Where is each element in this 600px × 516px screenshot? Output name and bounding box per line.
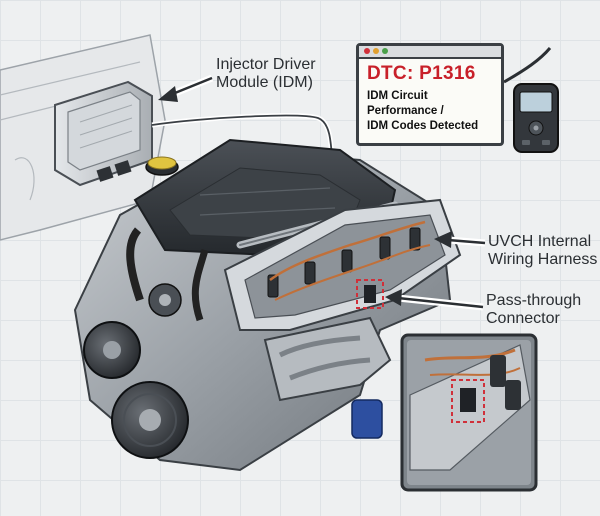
connector-pointer-arrow — [385, 289, 484, 311]
dtc-code: DTC: P1316 — [367, 63, 476, 84]
dtc-description-line: IDM Circuit — [367, 90, 428, 102]
connector-detail-inset — [400, 333, 538, 492]
connector-label-line-1: Pass-through — [486, 292, 582, 309]
dtc-description-line: IDM Codes Detected — [367, 120, 479, 132]
harness-label: UVCH Internal Wiring Harness — [488, 233, 597, 269]
dtc-panel: DTC: P1316 IDM Circuit Performance / IDM… — [356, 43, 504, 146]
idm-module-icon — [54, 80, 153, 187]
idm-label-line-1: Injector Driver — [216, 56, 316, 73]
harness-label-line-2: Wiring Harness — [488, 251, 598, 268]
engine-illustration — [73, 138, 462, 472]
harness-pointer-arrow — [434, 231, 486, 248]
connector-label: Pass-through Connector — [486, 292, 581, 328]
dtc-window-bar — [359, 46, 501, 59]
idm-pointer-arrow — [158, 74, 214, 102]
window-dot-icon — [364, 48, 370, 54]
obd-scanner-icon — [503, 47, 559, 153]
idm-label-line-2: Module (IDM) — [216, 74, 313, 91]
window-dot-icon — [382, 48, 388, 54]
dtc-description: IDM Circuit Performance / IDM Codes Dete… — [367, 89, 503, 134]
connector-label-line-2: Connector — [486, 310, 560, 327]
idm-label: Injector Driver Module (IDM) — [216, 56, 316, 92]
window-dot-icon — [373, 48, 379, 54]
dtc-description-line: Performance / — [367, 105, 444, 117]
harness-label-line-1: UVCH Internal — [488, 233, 592, 250]
